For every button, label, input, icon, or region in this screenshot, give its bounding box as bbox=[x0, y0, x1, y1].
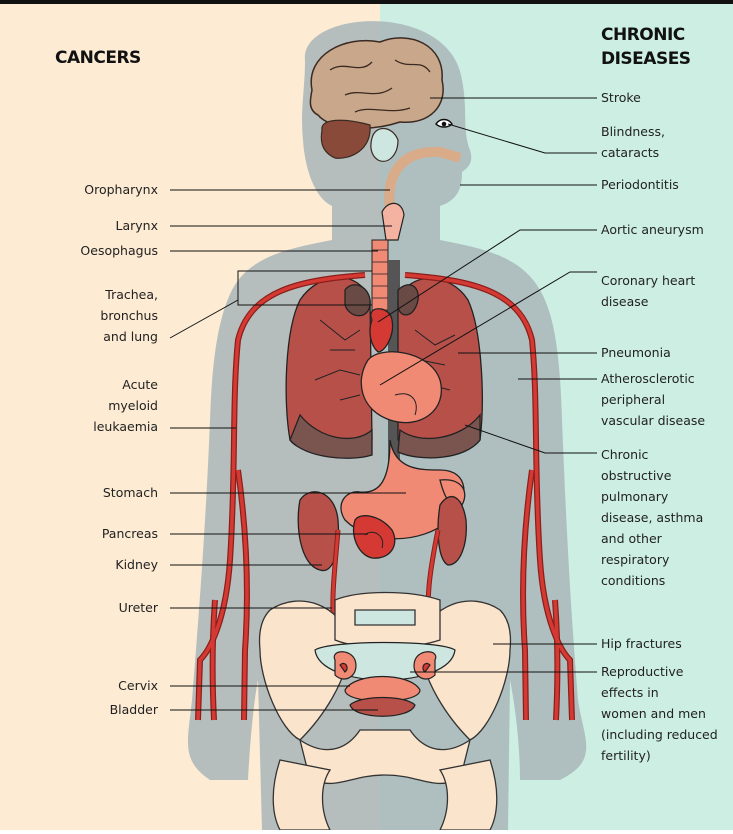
cancer-ureter-label: Ureter bbox=[119, 600, 159, 615]
top-border bbox=[0, 0, 733, 4]
cancers-heading: CANCERS bbox=[55, 48, 141, 68]
cancer-stomach-label: Stomach bbox=[103, 485, 158, 500]
cancer-larynx-label: Larynx bbox=[116, 218, 158, 233]
cancer-bladder-label: Bladder bbox=[110, 702, 159, 717]
chronic-pneumonia-label: Pneumonia bbox=[601, 345, 671, 360]
chronic-heading-line2: DISEASES bbox=[601, 49, 691, 69]
cancer-pancreas-label: Pancreas bbox=[102, 526, 158, 541]
cancer-oropharynx-label: Oropharynx bbox=[84, 182, 158, 197]
cancer-kidney-label: Kidney bbox=[115, 557, 158, 572]
chronic-hip-fractures-label: Hip fractures bbox=[601, 636, 682, 651]
chronic-periodontitis-label: Periodontitis bbox=[601, 177, 679, 192]
chronic-heading-line1: CHRONIC bbox=[601, 25, 685, 45]
chronic-aortic-aneurysm-label: Aortic aneurysm bbox=[601, 222, 704, 237]
chronic-stroke-label: Stroke bbox=[601, 90, 641, 105]
cancer-cervix-label: Cervix bbox=[118, 678, 158, 693]
cancer-oesophagus-label: Oesophagus bbox=[80, 243, 158, 258]
